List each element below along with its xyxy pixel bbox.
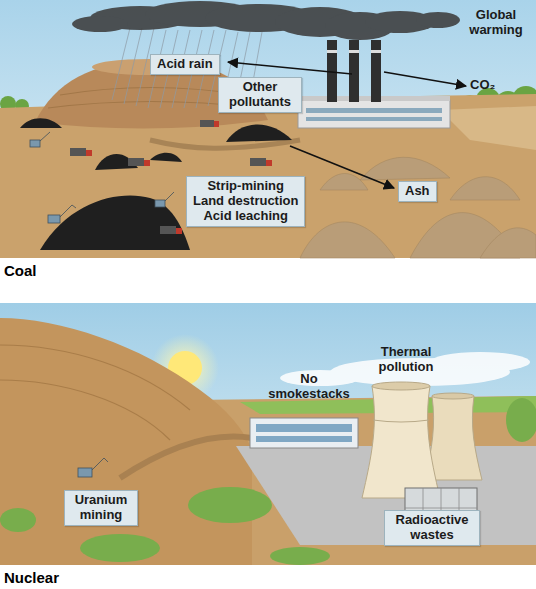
callout-box: Uranium mining: [64, 490, 138, 526]
trucks-part: [144, 160, 150, 166]
bushes-part: [506, 398, 536, 442]
scene-label: CO₂: [470, 78, 495, 93]
box-text: Ash: [405, 184, 430, 199]
nuclear-scene: [0, 303, 536, 565]
callout-box: Radioactive wastes: [384, 510, 480, 546]
power-plant-part: [306, 108, 442, 113]
trucks-part: [128, 158, 144, 166]
ash-piles-part: [320, 174, 368, 191]
scene-label: No smokestacks: [262, 372, 356, 402]
leader-arrows-part: [384, 72, 466, 86]
smoke-part: [416, 12, 460, 28]
road: [150, 140, 300, 148]
reactor-building-part: [256, 436, 352, 442]
excavators-part: [48, 215, 60, 223]
cooling-towers-part: [372, 382, 430, 390]
trucks-part: [70, 148, 86, 156]
coal-piles-part: [40, 196, 190, 250]
ash-piles: [300, 157, 536, 258]
trucks-part: [86, 150, 92, 156]
bushes-part: [188, 487, 272, 523]
callout-box: Acid rain: [150, 54, 220, 75]
power-plant-part: [349, 50, 359, 53]
road: [120, 437, 252, 478]
cooling-towers-part: [432, 393, 474, 399]
ash-piles-part: [450, 177, 520, 200]
trucks-part: [176, 228, 182, 234]
power-plant: [298, 40, 450, 128]
coal-scene: [0, 0, 536, 258]
bushes: [0, 398, 536, 565]
panel-title: Nuclear: [4, 569, 59, 586]
box-text: Acid rain: [157, 57, 213, 72]
smoke-part: [72, 16, 128, 32]
box-text: Other pollutants: [225, 80, 295, 110]
coal-scene-part: [0, 0, 536, 258]
hill-strata: [0, 345, 190, 440]
excavator: [78, 458, 108, 477]
panel-title: Coal: [4, 262, 37, 279]
coal-piles-part: [20, 118, 62, 128]
bushes-part: [270, 547, 330, 565]
scene-label: Thermal pollution: [366, 345, 446, 375]
trucks-part: [250, 158, 266, 166]
cooling-towers-part: [362, 386, 440, 498]
leader-arrows-part: [228, 62, 352, 74]
excavators-part: [60, 205, 76, 217]
hill-strata-part: [0, 345, 190, 410]
waste-pool-part-part: [405, 508, 477, 509]
reactor-building: [250, 418, 358, 448]
box-text: Strip-mining: [193, 179, 298, 194]
power-plant-part: [306, 117, 442, 121]
hill-strata-part: [0, 380, 170, 440]
power-plant-part: [371, 50, 381, 53]
cooling-towers-part: [373, 420, 429, 422]
power-plant-part: [371, 40, 381, 102]
excavators-part: [30, 140, 40, 147]
field: [440, 106, 536, 150]
power-plant-part: [327, 50, 337, 53]
box-text: Land destruction: [193, 194, 298, 209]
callout-box: Ash: [398, 181, 437, 202]
excavators-part: [155, 200, 165, 207]
callout-box: Other pollutants: [218, 77, 302, 113]
smoke: [72, 1, 460, 40]
ash-piles-part: [300, 222, 395, 258]
ash-piles-part: [480, 228, 536, 258]
coal-piles-part: [150, 153, 182, 162]
clouds-part: [280, 370, 360, 386]
trucks-part: [266, 160, 272, 166]
box-text: Acid leaching: [193, 209, 298, 224]
nuclear-scene-part: [0, 303, 536, 565]
coal-piles-part: [226, 124, 292, 142]
clouds-part: [430, 352, 530, 372]
power-plant-part: [298, 100, 450, 128]
trucks-part: [200, 120, 214, 127]
box-text: Uranium mining: [71, 493, 131, 523]
excavators-part: [165, 192, 174, 201]
excavators-part: [40, 132, 50, 141]
box-text: Radioactive wastes: [391, 513, 473, 543]
excavator-part: [92, 458, 108, 470]
bushes-part: [0, 508, 36, 532]
excavator-part: [78, 468, 92, 477]
cooling-towers: [362, 382, 482, 498]
reactor-building-part: [256, 424, 352, 432]
bushes-part: [80, 534, 160, 562]
ash-piles-part: [360, 157, 450, 180]
excavators: [30, 132, 174, 223]
leader-arrows-part: [290, 146, 394, 188]
trucks-part: [160, 226, 176, 234]
scene-label: Global warming: [460, 8, 532, 38]
reactor-building-part: [250, 418, 358, 448]
power-plant-part: [349, 40, 359, 102]
trucks-part: [214, 121, 219, 127]
hill: [0, 318, 252, 565]
callout-box: Strip-miningLand destructionAcid leachin…: [186, 176, 305, 227]
